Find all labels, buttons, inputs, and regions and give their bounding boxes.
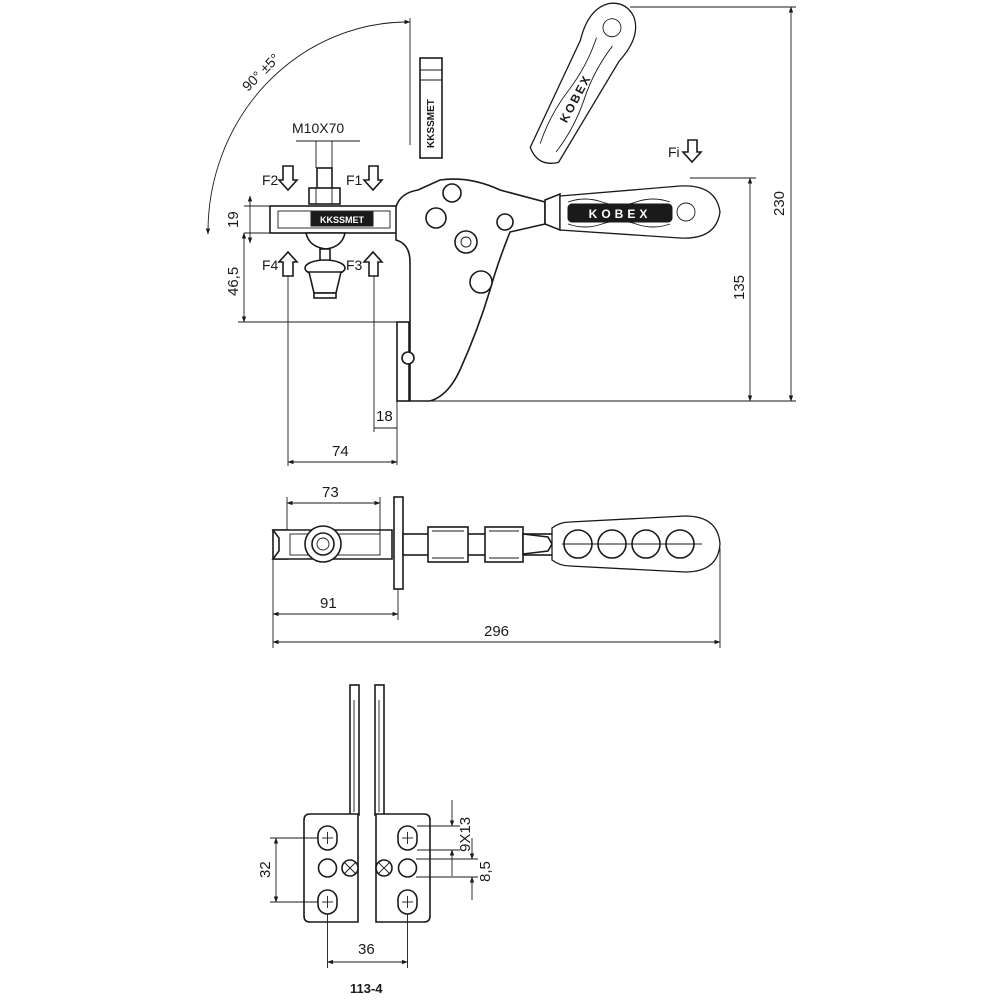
top-handle bbox=[551, 515, 721, 573]
dim-73: 73 bbox=[322, 484, 339, 501]
force-f3-label: F3 bbox=[346, 257, 363, 273]
dim-46-5: 46,5 bbox=[225, 267, 242, 296]
force-fi-label: Fi bbox=[668, 144, 680, 160]
dim-32: 32 bbox=[257, 861, 274, 878]
brand-tag-text: KKSSMET bbox=[426, 99, 437, 148]
handle-closed-position: KOBEX bbox=[559, 185, 721, 239]
swing-angle-arc bbox=[205, 19, 411, 235]
handle-brand-text: KOBEX bbox=[589, 207, 652, 221]
dim-74: 74 bbox=[332, 443, 349, 460]
dim-91: 91 bbox=[320, 595, 337, 612]
dim-135: 135 bbox=[731, 275, 748, 300]
dim-9x13: 9X13 bbox=[457, 817, 474, 852]
force-arrows bbox=[277, 139, 703, 277]
model-number: 113-4 bbox=[350, 981, 383, 996]
dim-296: 296 bbox=[484, 623, 509, 640]
dim-19: 19 bbox=[225, 211, 242, 228]
top-view: 73 91 296 bbox=[271, 484, 721, 648]
handle-open-position: KOBEX bbox=[529, 2, 637, 164]
force-f1-label: F1 bbox=[346, 172, 363, 188]
arm-brand-text: KKSSMET bbox=[320, 215, 365, 225]
clamp-body bbox=[395, 178, 546, 402]
dim-18: 18 bbox=[376, 408, 393, 425]
dim-36: 36 bbox=[358, 941, 375, 958]
brand-tag bbox=[419, 57, 443, 159]
force-f2-label: F2 bbox=[262, 172, 279, 188]
angle-label: 90° ±5° bbox=[239, 50, 283, 94]
dim-230: 230 bbox=[771, 191, 788, 216]
side-view: 90° ±5° KOBEX KKSSMET M10X70 KKSSMET bbox=[205, 2, 796, 466]
thread-label: M10X70 bbox=[292, 120, 344, 136]
base-view: 32 9X13 8,5 36 113-4 bbox=[257, 684, 494, 996]
force-f4-label: F4 bbox=[262, 257, 279, 273]
dim-8-5: 8,5 bbox=[477, 861, 494, 882]
